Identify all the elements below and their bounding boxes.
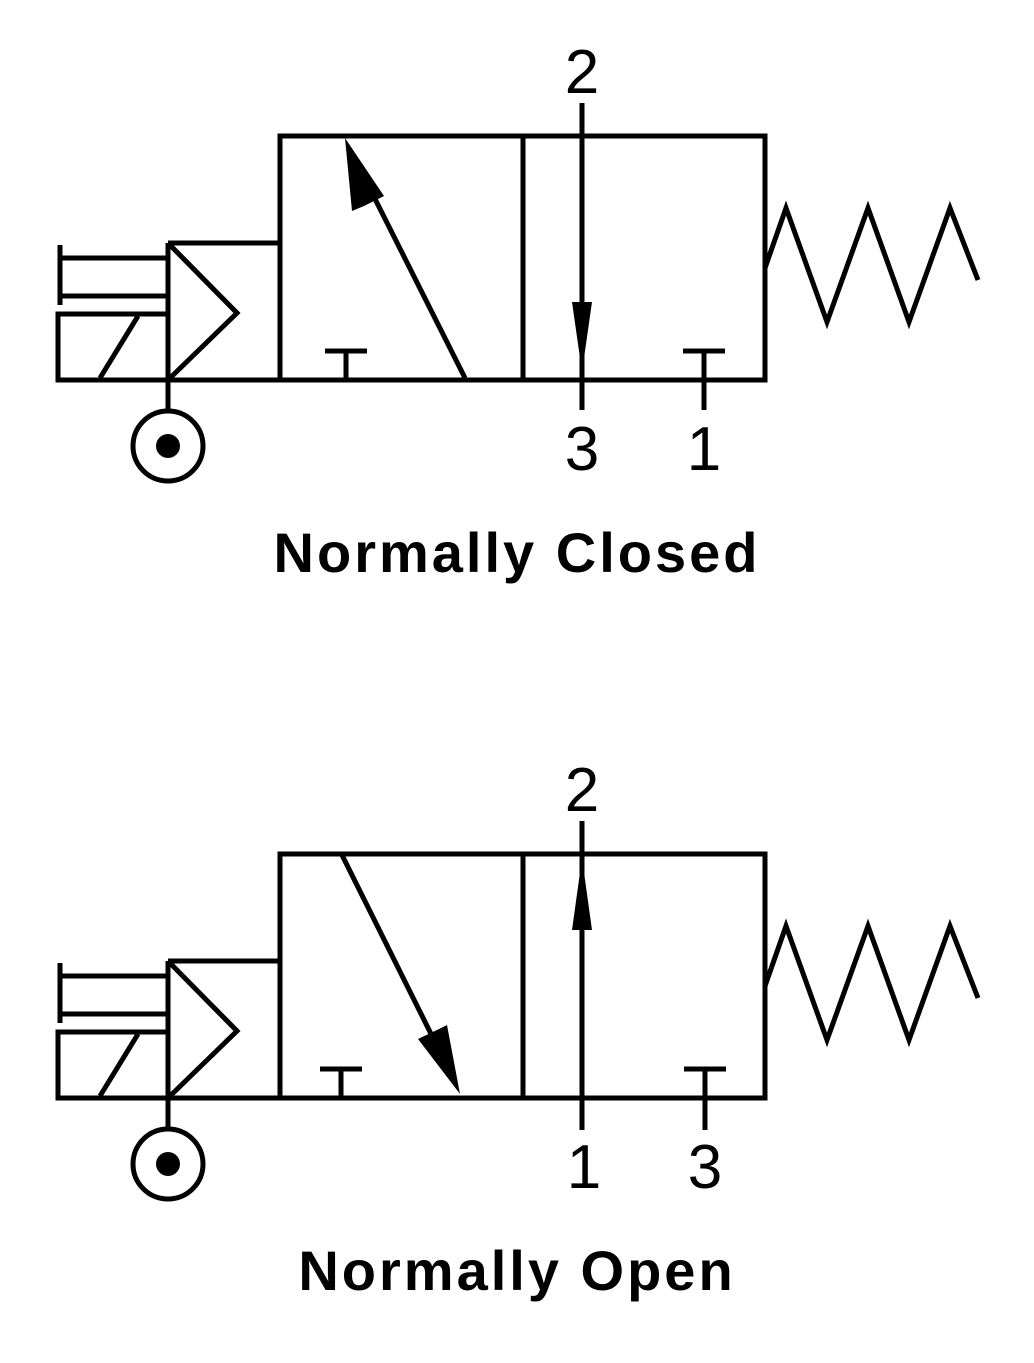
flow-arrow-head-icon (572, 858, 592, 930)
port-label-top: 2 (565, 756, 599, 825)
normally-open-valve-symbol (55, 821, 981, 1202)
diagram-caption: Normally Open (298, 1239, 735, 1302)
solenoid-operator-icon (55, 240, 283, 484)
port-label-bottom-center: 3 (565, 415, 599, 484)
spring-icon (762, 918, 981, 1048)
flow-arrow-head-icon (418, 1025, 460, 1094)
flow-arrow-head-icon (572, 302, 592, 372)
port-label-top: 2 (565, 38, 599, 107)
diagram-caption: Normally Closed (274, 521, 761, 584)
spring-icon (762, 200, 981, 330)
port-label-bottom-right: 3 (688, 1133, 722, 1202)
flow-arrow-head-icon (345, 138, 384, 211)
solenoid-operator-icon (55, 958, 283, 1202)
port-label-bottom-center: 1 (567, 1133, 601, 1202)
normally-closed-valve-symbol (55, 103, 981, 484)
port-label-bottom-right: 1 (687, 415, 721, 484)
